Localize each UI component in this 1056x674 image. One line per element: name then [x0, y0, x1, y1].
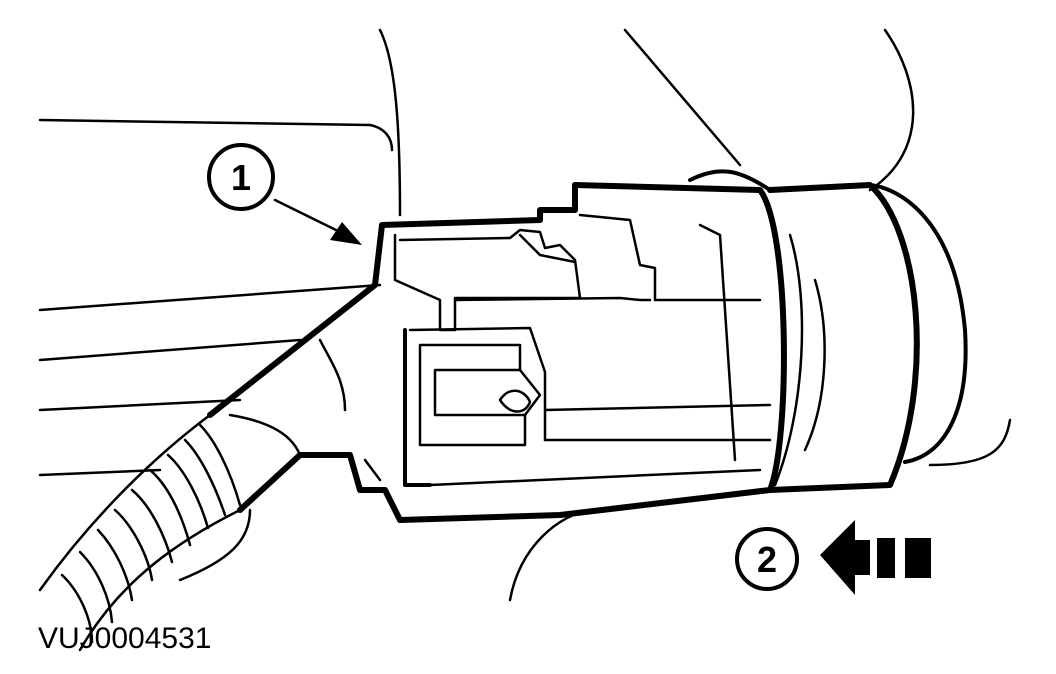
- callout-2-circle: [735, 527, 799, 591]
- callout-1: 1: [207, 143, 362, 245]
- background-housing: [38, 28, 1012, 602]
- callout-2-label: 2: [757, 539, 777, 580]
- callout-1-label: 1: [231, 157, 251, 198]
- wiring-harness: [38, 338, 347, 652]
- sensor-body: [688, 169, 968, 493]
- callout-2: 2: [735, 520, 931, 595]
- direction-arrow-icon: [820, 520, 931, 595]
- callout-1-circle: [207, 143, 275, 211]
- callout-1-arrowhead: [330, 222, 362, 245]
- electrical-connector: [207, 182, 787, 523]
- callout-1-leader-line: [273, 198, 342, 234]
- figure-code: VUJ0004531: [38, 622, 211, 655]
